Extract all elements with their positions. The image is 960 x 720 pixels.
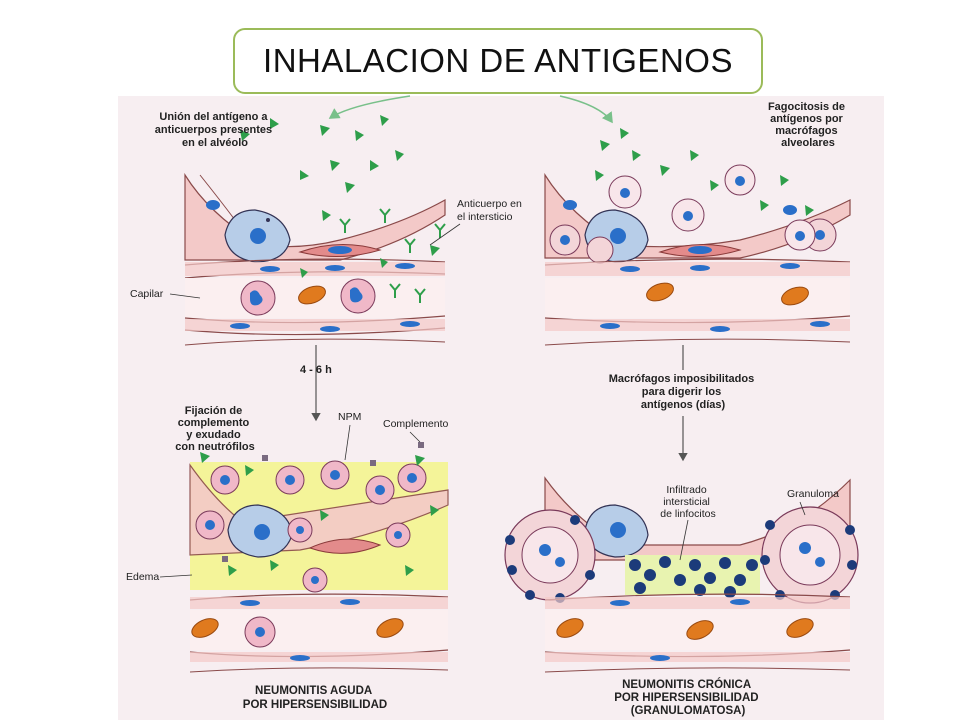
page-title: INHALACION DE ANTIGENOS bbox=[263, 42, 733, 79]
antibodies-left bbox=[339, 208, 446, 303]
macrofagos-bg bbox=[590, 370, 776, 416]
granuloma-nuclei bbox=[539, 542, 825, 567]
antigens-left bbox=[240, 115, 440, 278]
complemento-label: Complemento bbox=[383, 418, 449, 430]
right-bottom-title: NEUMONITIS CRÓNICA POR HIPERSENSIBILIDAD… bbox=[614, 678, 762, 717]
infiltrado-label: Infiltrado intersticial de linfocitos bbox=[660, 484, 715, 520]
arrow-right bbox=[559, 95, 613, 124]
right-bottom-capillary bbox=[544, 593, 851, 673]
granuloma-label: Granuloma bbox=[787, 488, 839, 500]
phagocyte-nuclei bbox=[620, 176, 805, 241]
antigens-left-bottom bbox=[200, 452, 439, 576]
anticuerpo-label: Anticuerpo en el intersticio bbox=[457, 198, 525, 223]
macrofagos-label: Macrófagos imposibilitados para digerir … bbox=[609, 373, 758, 411]
left-top-alveolus bbox=[184, 172, 446, 346]
left-bottom-title: NEUMONITIS AGUDA POR HIPERSENSIBILIDAD bbox=[243, 685, 387, 711]
lymphocytes bbox=[505, 515, 857, 603]
time-label: 4 - 6 h bbox=[300, 364, 332, 376]
title-box: INHALACION DE ANTIGENOS bbox=[233, 28, 763, 94]
fijacion-label: Fijación de complemento y exudado con ne… bbox=[175, 405, 254, 453]
complement-squares bbox=[222, 442, 424, 562]
antigens-right bbox=[595, 128, 814, 216]
left-top-label: Unión del antígeno a anticuerpos present… bbox=[155, 111, 275, 149]
right-top-alveolus bbox=[544, 172, 851, 346]
edema-label: Edema bbox=[126, 571, 159, 583]
arrow-left bbox=[328, 95, 411, 119]
right-top-label: Fagocitosis de antígenos por macrófagos … bbox=[768, 101, 848, 149]
npm-label: NPM bbox=[338, 411, 361, 423]
left-bottom-alveolus bbox=[189, 460, 449, 673]
capilar-label: Capilar bbox=[130, 288, 164, 300]
